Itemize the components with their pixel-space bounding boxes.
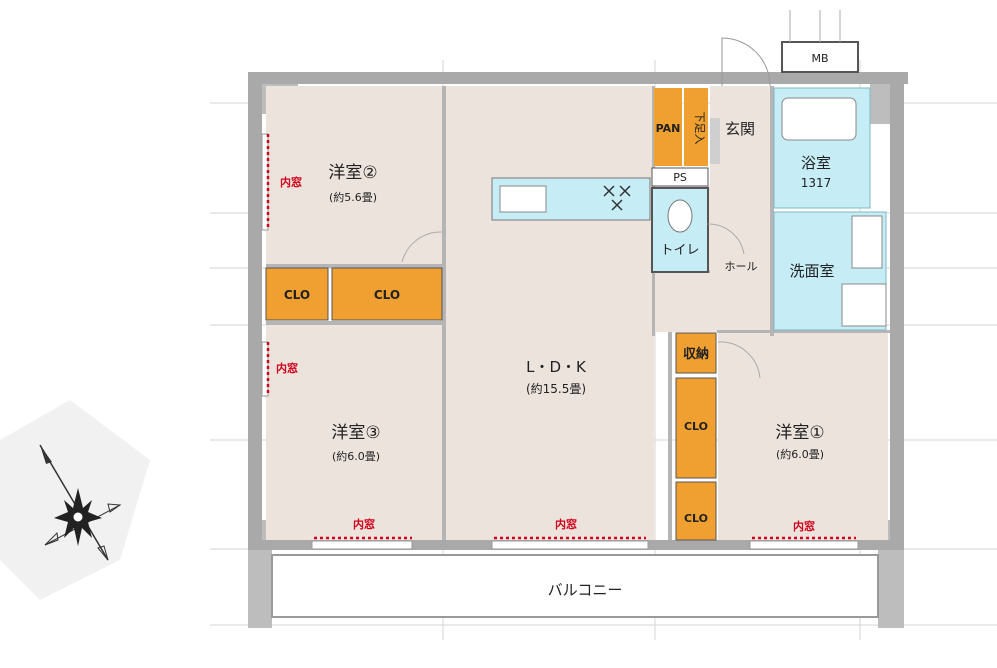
closet-c — [675, 377, 717, 479]
balcony-label: バルコニー — [548, 581, 623, 599]
balcony-windows — [311, 540, 859, 550]
inner-window-label-w3-bottom: 内窓 — [353, 517, 375, 531]
closet-d-label: CLO — [684, 512, 708, 525]
ps-shaft — [651, 167, 709, 187]
mb-doors — [789, 10, 841, 42]
inner-window-label-ldk-bottom: 内窓 — [555, 517, 577, 531]
storage-label: 収納 — [683, 346, 709, 362]
ps-label: PS — [673, 171, 687, 184]
stove-icon — [603, 185, 631, 211]
ldk-area: (約15.5畳) — [526, 381, 586, 396]
balcony — [271, 554, 879, 618]
shoe-box-label: 下足入 — [693, 112, 706, 145]
closet-d — [675, 481, 717, 541]
mb-label: MB — [811, 52, 828, 65]
door-swings — [401, 223, 761, 379]
kitchen-sink — [499, 185, 547, 213]
western-room-1 — [718, 332, 888, 540]
western-room-3-name: 洋室③ — [331, 423, 380, 443]
closet-c-label: CLO — [684, 420, 708, 433]
western-room-1-name: 洋室① — [775, 423, 824, 443]
washroom-label: 洗面室 — [789, 262, 834, 280]
room-floors — [266, 86, 888, 540]
toilet-bowl — [667, 199, 693, 233]
entrance-label: 玄関 — [725, 120, 755, 138]
closet-b — [331, 267, 443, 321]
western-room-2-area: (約5.6畳) — [329, 190, 377, 204]
bath-size: 1317 — [801, 176, 832, 190]
inner-window-markers — [266, 134, 856, 540]
wash-basin — [851, 215, 883, 269]
ldk-name: L・D・K — [526, 358, 587, 376]
bath-label: 浴室 — [801, 154, 831, 172]
hall-label: ホール — [725, 260, 758, 273]
corridor — [655, 270, 717, 332]
entrance-step — [710, 118, 720, 164]
western-room-3-area: (約6.0畳) — [332, 449, 380, 463]
shoe-box — [684, 88, 708, 166]
inner-window-label-w3-side: 内窓 — [276, 361, 298, 375]
compass-rose-icon — [0, 400, 150, 600]
washing-machine — [841, 283, 887, 327]
inner-window-label-w1-bottom: 内窓 — [793, 519, 815, 533]
closet-b-label: CLO — [374, 288, 400, 302]
pantry-closet — [654, 88, 682, 166]
inner-window-label-w2: 内窓 — [280, 175, 302, 189]
toilet-label: トイレ — [660, 243, 699, 258]
western-room-2-name: 洋室② — [328, 163, 377, 183]
western-room-1-area: (約6.0畳) — [776, 447, 824, 461]
storage-closet — [675, 332, 717, 374]
entrance-door — [721, 37, 771, 87]
western-room-2 — [266, 86, 444, 266]
closet-a — [265, 267, 329, 321]
closet-a-label: CLO — [284, 288, 310, 302]
western-room-3 — [266, 325, 444, 540]
pantry-label: PAN — [656, 122, 681, 135]
bathtub — [781, 97, 857, 141]
